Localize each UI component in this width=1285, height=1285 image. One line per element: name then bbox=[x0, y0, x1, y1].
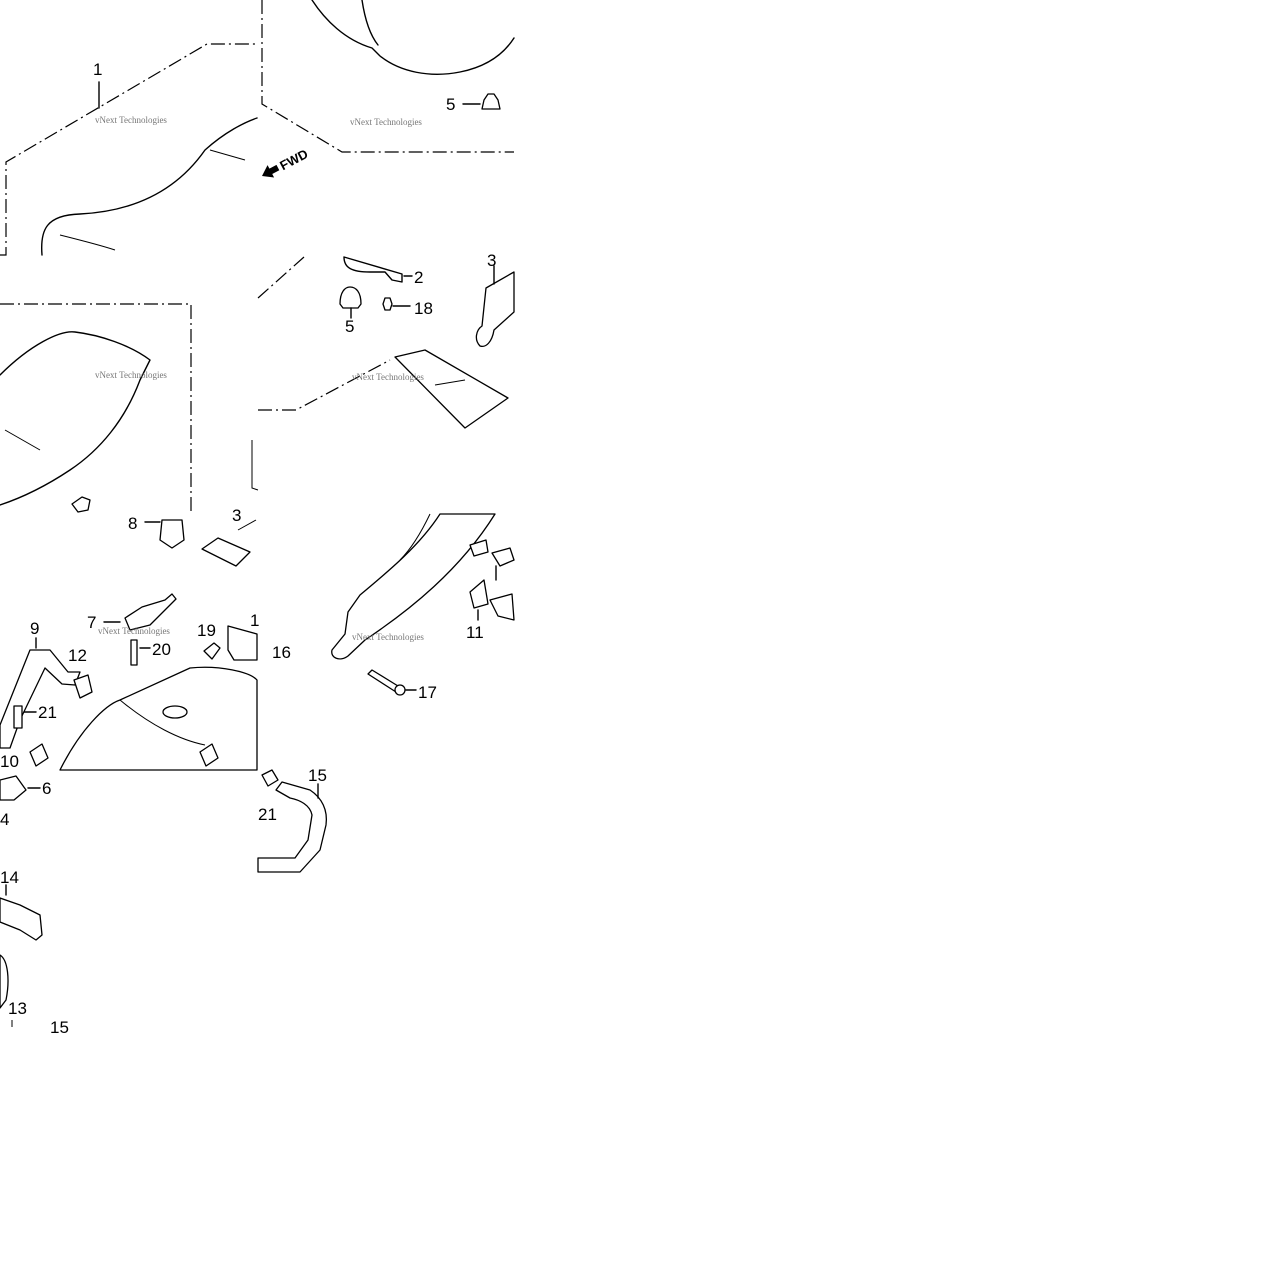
callout-21-b: 21 bbox=[258, 805, 277, 824]
callout-7: 7 bbox=[87, 613, 96, 632]
callout-5-top: 5 bbox=[446, 95, 455, 114]
tile-lower-rail: 6 4 14 13 15 bbox=[0, 775, 69, 1037]
callout-15-bottom: 15 bbox=[50, 1018, 69, 1037]
bolt-part bbox=[130, 639, 138, 666]
callout-2: 2 bbox=[414, 268, 423, 287]
bracket-part bbox=[227, 625, 258, 661]
watermark: vNext Technologies bbox=[95, 370, 167, 380]
bolt-head-part bbox=[394, 684, 406, 696]
cushion-part bbox=[0, 775, 27, 801]
callout-6: 6 bbox=[42, 779, 51, 798]
seat-hinge-part bbox=[475, 271, 515, 348]
callout-17: 17 bbox=[418, 683, 437, 702]
tile-seat-rear: 5 FWD vNext Technologies bbox=[261, 0, 515, 178]
watermark: vNext Technologies bbox=[95, 115, 167, 125]
cushion-part bbox=[29, 743, 49, 767]
watermark: vNext Technologies bbox=[350, 117, 422, 127]
grommet-part bbox=[481, 93, 501, 110]
grab-rail-end-part bbox=[257, 781, 328, 873]
callout-18: 18 bbox=[414, 299, 433, 318]
cushion-part bbox=[199, 743, 219, 767]
callout-12: 12 bbox=[68, 646, 87, 665]
callout-21: 21 bbox=[38, 703, 57, 722]
callout-1: 1 bbox=[93, 60, 102, 79]
bolt-part bbox=[261, 769, 279, 787]
fwd-arrow-icon: FWD bbox=[262, 146, 310, 178]
bolt-part bbox=[491, 547, 515, 567]
cushion-part bbox=[469, 579, 489, 609]
callout-16: 16 bbox=[272, 643, 291, 662]
callout-5-mid: 5 bbox=[345, 317, 354, 336]
watermark: vNext Technologies bbox=[98, 626, 170, 636]
callout-4: 4 bbox=[0, 810, 9, 829]
collar-part bbox=[489, 593, 515, 621]
callout-11: 11 bbox=[466, 623, 484, 642]
callout-15-top: 15 bbox=[308, 766, 327, 785]
callout-19: 19 bbox=[197, 621, 216, 640]
callout-1-small: 1 bbox=[250, 611, 259, 630]
callout-8: 8 bbox=[128, 514, 137, 533]
seat-bracket-part bbox=[71, 496, 91, 513]
watermark: vNext Technologies bbox=[352, 632, 424, 642]
grommet-part bbox=[339, 286, 362, 309]
rail-end-part bbox=[0, 954, 9, 1009]
callout-3: 3 bbox=[487, 251, 496, 270]
tile-rail-end: 21 15 bbox=[257, 766, 328, 873]
plate-part bbox=[201, 537, 251, 567]
grab-rail-part bbox=[0, 649, 81, 749]
screw-part bbox=[382, 297, 393, 311]
tile-seat-side: vNext Technologies bbox=[0, 303, 192, 514]
tile-cowl-side: 11 17 16 vNext Technologies bbox=[272, 513, 515, 702]
tile-grab-rail: 8 3 7 20 19 1 9 12 21 10 vNext Technolog… bbox=[0, 506, 259, 771]
cushion-part bbox=[469, 539, 489, 557]
fwd-label: FWD bbox=[277, 146, 310, 173]
cowl-side-part bbox=[331, 513, 496, 660]
latch-cable-part bbox=[124, 593, 177, 631]
callout-3-small: 3 bbox=[232, 506, 241, 525]
collar-part bbox=[73, 674, 93, 699]
bolt-part bbox=[13, 705, 23, 729]
tile-seat-fasteners: 2 5 18 3 vNext Technologies bbox=[251, 251, 515, 491]
lock-hole-part bbox=[162, 705, 188, 719]
callout-14: 14 bbox=[0, 868, 19, 887]
watermark: vNext Technologies bbox=[352, 372, 424, 382]
bolt-part bbox=[203, 642, 221, 660]
rail-bracket-part bbox=[0, 897, 43, 941]
rear-cowl-part bbox=[59, 666, 258, 771]
seat-lock-part bbox=[159, 519, 185, 549]
callout-9: 9 bbox=[30, 619, 39, 638]
long-bolt-part bbox=[367, 669, 399, 693]
tile-seat-assembly: 1 vNext Technologies bbox=[0, 43, 258, 256]
storage-pouch-part bbox=[394, 349, 509, 429]
callout-13: 13 bbox=[8, 999, 27, 1018]
callout-10: 10 bbox=[0, 752, 19, 771]
callout-20: 20 bbox=[152, 640, 171, 659]
